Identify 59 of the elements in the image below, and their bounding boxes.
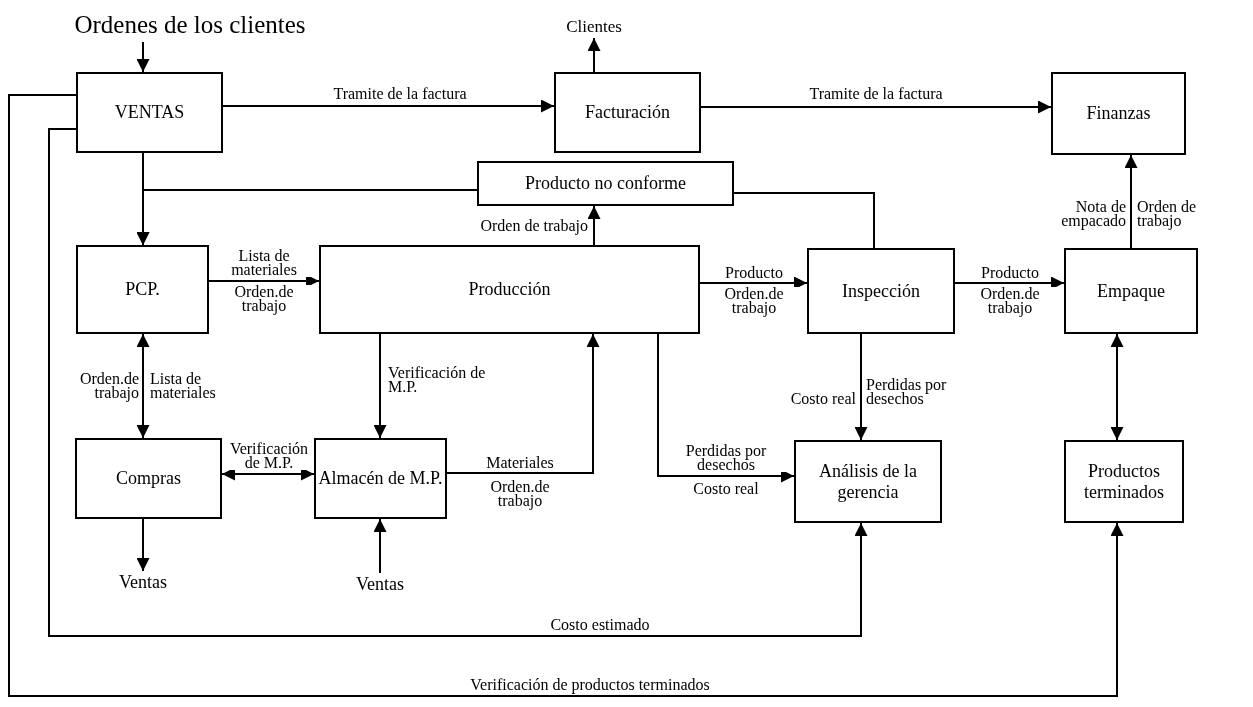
- edge-label: Tramite de la factura: [333, 87, 467, 101]
- box-label: Inspección: [842, 280, 920, 302]
- box-label: Empaque: [1097, 280, 1165, 302]
- box-label: Producción: [468, 279, 551, 300]
- process-box: [76, 72, 223, 153]
- arrow: [136, 189, 478, 246]
- flow-text: Clientes: [566, 17, 622, 37]
- arrow: [699, 276, 808, 290]
- flow-text: Ventas: [356, 573, 404, 595]
- process-box: [76, 245, 209, 334]
- box-label: Productos terminados: [1083, 460, 1165, 503]
- process-box: [75, 438, 222, 519]
- arrow: [954, 276, 1065, 290]
- arrow: [222, 99, 555, 113]
- arrow: [587, 37, 601, 73]
- edge-label: Producto: [725, 266, 783, 280]
- box-label: Almacén de M.P.: [318, 468, 443, 489]
- arrow: [373, 518, 387, 574]
- process-box: [1051, 72, 1186, 155]
- arrow: [854, 333, 868, 441]
- edge-label: Producto: [981, 266, 1039, 280]
- process-box: [794, 440, 942, 523]
- arrow: [657, 333, 795, 483]
- connector-line: [733, 192, 875, 249]
- arrow: [136, 333, 150, 439]
- process-box: [1064, 440, 1184, 523]
- edge-label: Materiales: [486, 456, 554, 470]
- process-box: [1064, 248, 1198, 334]
- arrow: [48, 128, 868, 637]
- process-box: [477, 161, 734, 206]
- edge-label: Costo real: [790, 392, 856, 406]
- edge-label: Costo estimado: [550, 618, 650, 632]
- arrow: [1124, 154, 1138, 249]
- arrow: [373, 333, 387, 439]
- flow-text: Ventas: [119, 571, 167, 593]
- edge-label: Orden de trabajo: [480, 219, 588, 233]
- box-label: Compras: [116, 468, 181, 489]
- flow-label: Costo real: [693, 482, 759, 496]
- arrow: [446, 333, 600, 474]
- process-box: [807, 248, 955, 334]
- box-label: Análisis de la gerencia: [818, 460, 918, 503]
- flow-text: Ordenes de los clientes: [74, 10, 306, 40]
- process-box: [554, 72, 701, 153]
- box-label: VENTAS: [114, 102, 185, 123]
- box-label: Facturación: [585, 102, 670, 123]
- edge-label: Verificación de productos terminados: [470, 678, 710, 692]
- process-box: [319, 245, 700, 334]
- arrow: [136, 518, 150, 572]
- process-box: [314, 438, 447, 519]
- edge-label: Verificación de M.P.: [388, 366, 488, 394]
- box-label: Finanzas: [1086, 103, 1151, 124]
- edge-label: Tramite de la factura: [809, 87, 943, 101]
- arrow: [136, 41, 150, 73]
- arrow: [1110, 333, 1124, 441]
- arrow: [8, 94, 1124, 697]
- arrow: [700, 100, 1052, 114]
- box-label: Producto no conforme: [525, 173, 686, 194]
- arrow: [587, 205, 601, 246]
- box-label: PCP.: [125, 279, 160, 300]
